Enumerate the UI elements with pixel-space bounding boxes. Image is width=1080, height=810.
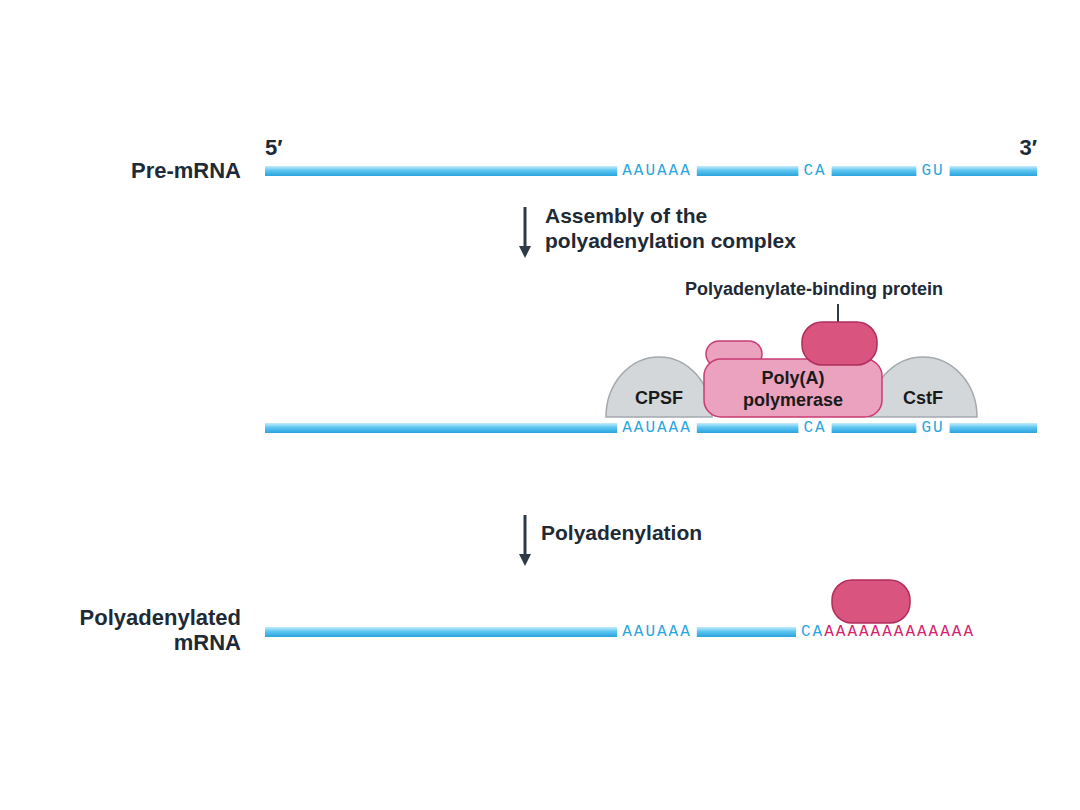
- strand-name: Pre-mRNA: [131, 158, 241, 183]
- factor-dome: CstF: [868, 356, 978, 418]
- node-outline: [868, 356, 978, 418]
- sequence-motif: GU: [921, 420, 944, 436]
- sequence-motif: CA: [801, 624, 824, 640]
- pabp-blob: [832, 580, 910, 623]
- sequence-motif: CA: [803, 420, 826, 436]
- strand-segment: [950, 166, 1037, 176]
- factor-dome: CPSF: [605, 356, 713, 418]
- rna-strands: [265, 166, 1037, 637]
- poly-a-tail: AAAAAAAAAAAAA: [824, 624, 975, 640]
- leader-line: [837, 304, 839, 322]
- end-marker: 5′: [265, 135, 283, 160]
- step-label: Polyadenylation: [541, 520, 702, 545]
- node-label: CstF: [903, 388, 943, 418]
- sequence-motif: GU: [921, 163, 944, 179]
- node-shape: [869, 357, 977, 417]
- strand-segment: [265, 166, 617, 176]
- strand-segment: [265, 627, 617, 637]
- strand-segment: [697, 423, 799, 433]
- node-label: Poly(A) polymerase: [726, 358, 861, 411]
- strand-segment: [697, 627, 796, 637]
- sequence-motif: AAUAAA: [622, 624, 692, 640]
- sequence-motif: AAUAAA: [622, 420, 692, 436]
- strand-segment: [832, 423, 917, 433]
- step-arrow: [524, 207, 527, 252]
- node-shape: [704, 359, 882, 417]
- strand-segment: [950, 423, 1037, 433]
- node-shape: [606, 357, 712, 417]
- node-label: CPSF: [635, 388, 683, 418]
- strand-segment: [832, 166, 917, 176]
- node-outline: [605, 356, 713, 418]
- pabp-blob: [802, 322, 877, 365]
- step-arrow: [524, 515, 527, 560]
- enzyme-box: Poly(A) polymerase: [703, 358, 883, 418]
- strand-segment: [697, 166, 799, 176]
- sequence-motif: CA: [803, 163, 826, 179]
- strand-name: Polyadenylated mRNA: [41, 605, 241, 656]
- callout-label: Polyadenylate-binding protein: [685, 279, 943, 300]
- step-label: Assembly of the polyadenylation complex: [545, 203, 835, 253]
- sequence-motif: AAUAAA: [622, 163, 692, 179]
- strand-segment: [265, 423, 617, 433]
- end-marker: 3′: [1019, 135, 1037, 160]
